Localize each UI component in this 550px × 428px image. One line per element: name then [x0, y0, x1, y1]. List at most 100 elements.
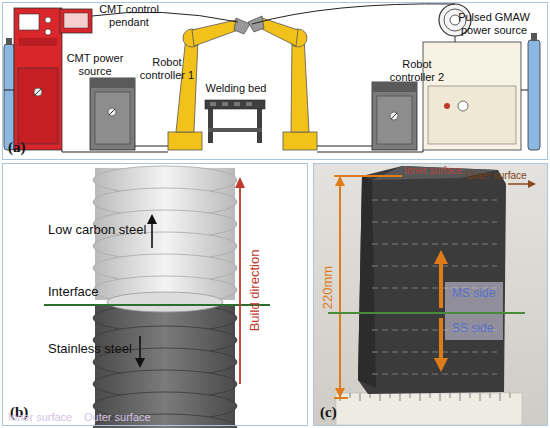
cmt-control-pendant	[60, 9, 92, 33]
direction-arrows-part	[135, 358, 145, 368]
robot-arm-one-part	[234, 18, 250, 34]
robot-controller-two-part	[372, 82, 417, 92]
pulsed-gmaw-power-source-part	[444, 103, 450, 109]
height-dimension	[334, 176, 402, 398]
stainless-steel-layers-part	[107, 292, 223, 312]
cmt-power-source-part	[14, 8, 62, 150]
cables-part	[252, 4, 455, 24]
robot-arm-one-part	[176, 36, 198, 132]
cables-part	[135, 146, 168, 147]
gas-cylinder-left-part	[4, 44, 14, 150]
robot-controller-two	[372, 82, 417, 150]
interface-line-photo-part	[328, 312, 525, 314]
cmt-power-source-part	[19, 14, 39, 30]
robot-arm-two-part	[283, 132, 317, 150]
side-arrows-part	[434, 358, 448, 372]
gas-cylinder-left	[4, 38, 14, 150]
welding-bed	[205, 100, 265, 143]
interface-line-photo	[328, 313, 525, 314]
interface-line	[44, 305, 270, 306]
cables-part	[317, 150, 423, 152]
direction-arrows	[135, 214, 157, 368]
height-dimension-part	[335, 176, 345, 186]
side-arrows-part	[439, 262, 443, 308]
welding-bed-part	[205, 100, 265, 109]
robot-controller-one-part	[109, 109, 115, 115]
build-direction-arrow	[235, 177, 245, 384]
equipment-label: Welding bed	[200, 82, 272, 95]
gas-cylinder-left-part	[6, 38, 12, 45]
panel-b: (b)	[2, 163, 308, 426]
sample-photo-part	[358, 166, 506, 394]
height-dimension-part	[339, 176, 341, 398]
welding-bed-part	[222, 102, 228, 106]
cmt-power-source	[14, 8, 62, 150]
cmt-power-source-part	[18, 68, 58, 144]
surface-label: Inner surface	[8, 411, 88, 424]
pulsed-gmaw-power-source-part	[458, 101, 468, 111]
robot-arm-two-part	[248, 16, 264, 32]
side-arrows-part	[528, 180, 536, 188]
welding-bed-part	[210, 102, 216, 106]
build-direction-arrow-part	[239, 186, 241, 384]
direction-label: Build direction	[248, 235, 263, 345]
cmt-power-source-part	[34, 88, 42, 96]
direction-arrows-part	[151, 222, 153, 248]
side-arrows-part	[508, 183, 530, 185]
sample-photo	[314, 164, 547, 425]
height-dimension-part	[335, 388, 345, 398]
gas-cylinder-right	[528, 33, 540, 150]
equipment-label: Robot controller 2	[386, 58, 448, 83]
welding-bed-part	[246, 102, 252, 106]
material-label: Stainless steel	[48, 342, 158, 357]
panel-c: (c)	[313, 163, 548, 426]
welding-bed-part	[208, 128, 262, 132]
welding-bed-part	[208, 109, 213, 143]
cmt-power-source-part	[34, 88, 42, 96]
side-arrows-part	[439, 318, 443, 360]
robot-controller-one-part	[95, 92, 130, 144]
equipment-label: CMT power source	[64, 52, 126, 77]
robot-controller-two-part	[372, 82, 417, 150]
height-dimension-part	[334, 175, 402, 177]
robot-arm-two-part	[291, 36, 309, 132]
cables-part	[521, 90, 528, 91]
sample-photo-part	[336, 393, 522, 425]
stainless-steel-layers	[93, 292, 237, 428]
side-label: SS side	[452, 322, 512, 336]
pulsed-gmaw-power-source-part	[455, 36, 456, 42]
cmt-power-source-part	[45, 29, 51, 35]
welding-bed-part	[234, 102, 240, 106]
gas-cylinder-right-part	[531, 33, 537, 41]
panel-tag: (a)	[8, 139, 26, 156]
cables-part	[62, 150, 168, 152]
robot-controller-one	[90, 78, 135, 150]
robot-arm-one-part	[168, 132, 202, 150]
robot-arm-two-part	[260, 18, 298, 46]
side-label: MS side	[452, 287, 512, 301]
robot-arm-one-part	[192, 20, 238, 46]
build-direction-arrow-part	[235, 177, 245, 188]
robot-controller-one-part	[90, 78, 135, 150]
surface-label: Outer surface	[466, 170, 546, 182]
interface-label: Interface	[48, 285, 138, 300]
cmt-power-source-part	[45, 17, 51, 23]
surface-label: Outer surface	[84, 411, 164, 424]
gas-cylinder-right-part	[528, 40, 540, 150]
sample-photo-part	[340, 393, 510, 401]
robot-controller-one-part	[108, 108, 116, 116]
equipment-label: CMT control pendant	[94, 3, 164, 28]
pulsed-gmaw-power-source-part	[423, 42, 521, 150]
robot-controller-one-part	[90, 78, 135, 88]
sample-photo-part	[358, 176, 376, 388]
interface-line-part	[44, 304, 270, 306]
robot-controller-two-part	[377, 96, 412, 144]
cables-part	[4, 90, 14, 91]
cables-part	[317, 146, 372, 147]
panel-tag: (c)	[320, 404, 337, 421]
sample-photo-part	[314, 164, 547, 425]
direction-arrows-part	[139, 336, 141, 360]
height-dimension-part	[334, 397, 348, 399]
